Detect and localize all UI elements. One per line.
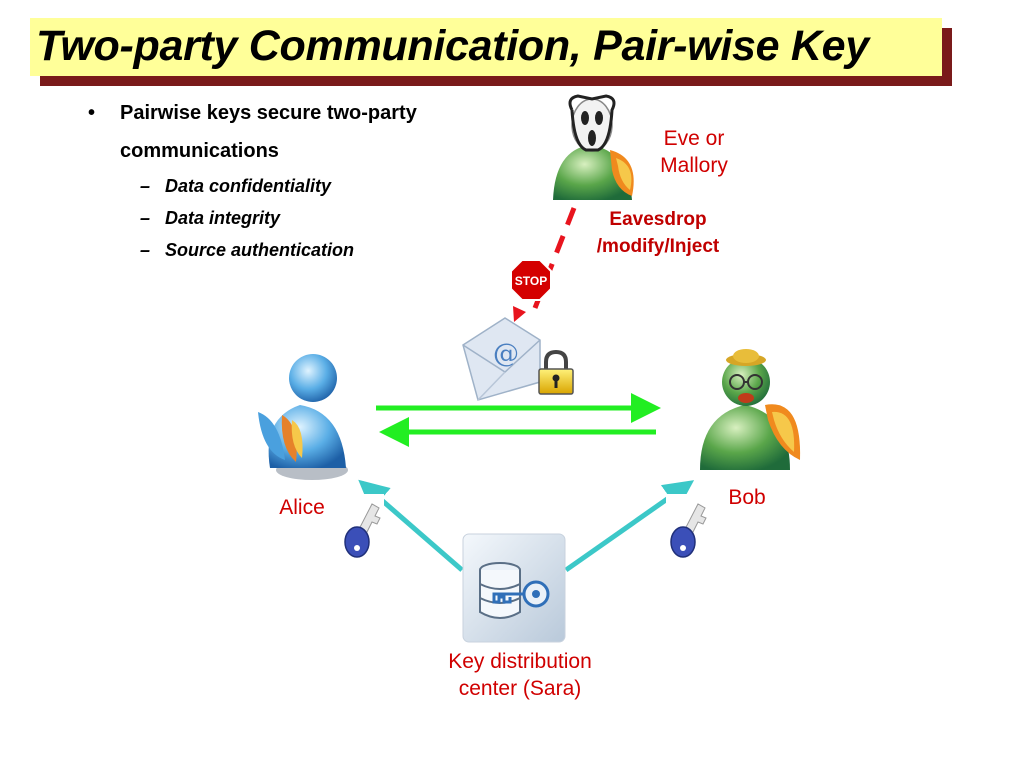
sub-bullet-marker: – <box>140 240 151 260</box>
sub-bullet-text: Data integrity <box>165 208 281 228</box>
sub-bullet-text: Data confidentiality <box>165 176 332 196</box>
sub-bullet-confidentiality: – Data confidentiality <box>88 170 540 202</box>
sub-bullet-integrity: – Data integrity <box>88 202 540 234</box>
alice-label: Alice <box>279 496 325 519</box>
sub-bullet-text: Source authentication <box>165 240 355 260</box>
bullet-marker: • <box>88 102 96 124</box>
bullet-list: • Pairwise keys secure two-party communi… <box>88 94 540 266</box>
kdc-label: Key distribution center (Sara) <box>448 650 592 700</box>
eve-label: Eve or Mallory <box>660 127 728 177</box>
title-banner: Two-party Communication, Pair-wise Key <box>30 18 952 86</box>
at-symbol: @ <box>493 339 519 369</box>
bullet-text: Pairwise keys secure two-party communica… <box>120 102 417 162</box>
sub-bullet-authentication: – Source authentication <box>88 234 540 266</box>
padlock-icon <box>538 349 574 395</box>
sub-bullet-marker: – <box>140 208 151 228</box>
bullet-item: • Pairwise keys secure two-party communi… <box>88 94 540 170</box>
bob-key-icon <box>666 494 710 562</box>
eve-avatar-icon <box>546 94 640 206</box>
page-title: Two-party Communication, Pair-wise Key <box>36 22 869 70</box>
envelope-icon: @ <box>462 317 541 401</box>
alice-avatar-icon <box>248 350 356 488</box>
attack-label: Eavesdrop /modify/Inject <box>596 209 720 257</box>
bob-avatar-icon <box>692 349 802 484</box>
sub-bullet-marker: – <box>140 176 151 196</box>
attack-arrowhead <box>513 306 526 322</box>
kdc-database-key-icon <box>462 533 566 643</box>
stop-sign-text: STOP <box>515 274 547 288</box>
bob-label: Bob <box>728 486 766 509</box>
stop-sign-icon: STOP <box>510 259 552 301</box>
title-box: Two-party Communication, Pair-wise Key <box>30 18 942 76</box>
alice-key-icon <box>340 494 384 562</box>
attack-line <box>532 207 577 309</box>
